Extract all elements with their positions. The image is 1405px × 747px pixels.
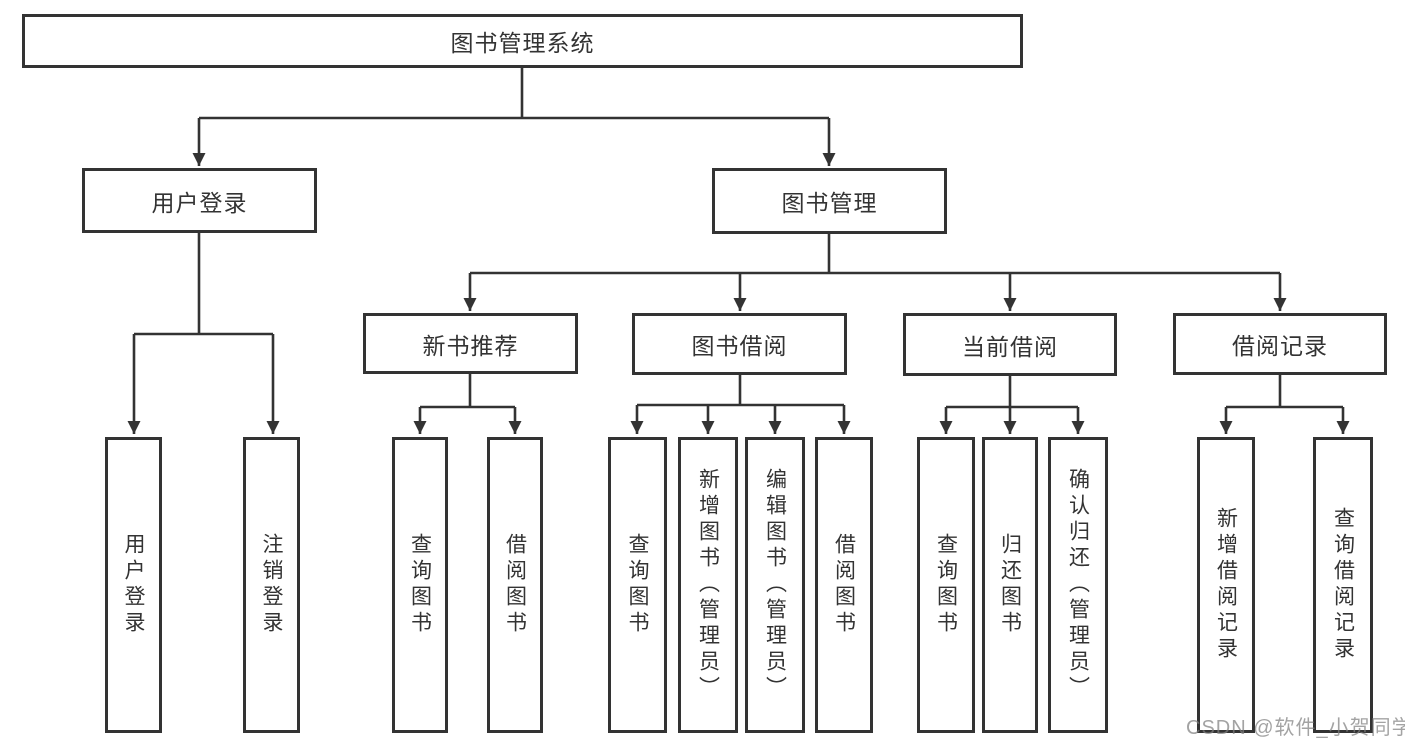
node-user-login: 用户登录 [82,168,317,233]
leaf-query-books-recommend: 查询图书 [392,437,448,733]
leaf-query-books-borrow: 查询图书 [608,437,667,733]
leaf-borrow-books: 借阅图书 [815,437,873,733]
node-book-management: 图书管理 [712,168,947,234]
leaf-borrow-books-recommend: 借阅图书 [487,437,543,733]
leaf-add-borrow-record: 新增借阅记录 [1197,437,1255,733]
node-new-book-recommend: 新书推荐 [363,313,578,374]
leaf-return-books: 归还图书 [982,437,1038,733]
leaf-query-books-current: 查询图书 [917,437,975,733]
leaf-confirm-return-admin: 确认归还（管理员） [1048,437,1108,733]
node-library-management-system: 图书管理系统 [22,14,1023,68]
node-borrow-records: 借阅记录 [1173,313,1387,375]
leaf-query-borrow-record: 查询借阅记录 [1313,437,1373,733]
leaf-user-login: 用户登录 [105,437,162,733]
leaf-logout: 注销登录 [243,437,300,733]
node-book-borrow: 图书借阅 [632,313,847,375]
leaf-edit-books-admin: 编辑图书（管理员） [745,437,805,733]
node-current-borrow: 当前借阅 [903,313,1117,376]
csdn-watermark: CSDN @软件_小贺同学 [1186,717,1405,739]
leaf-add-books-admin: 新增图书（管理员） [678,437,738,733]
